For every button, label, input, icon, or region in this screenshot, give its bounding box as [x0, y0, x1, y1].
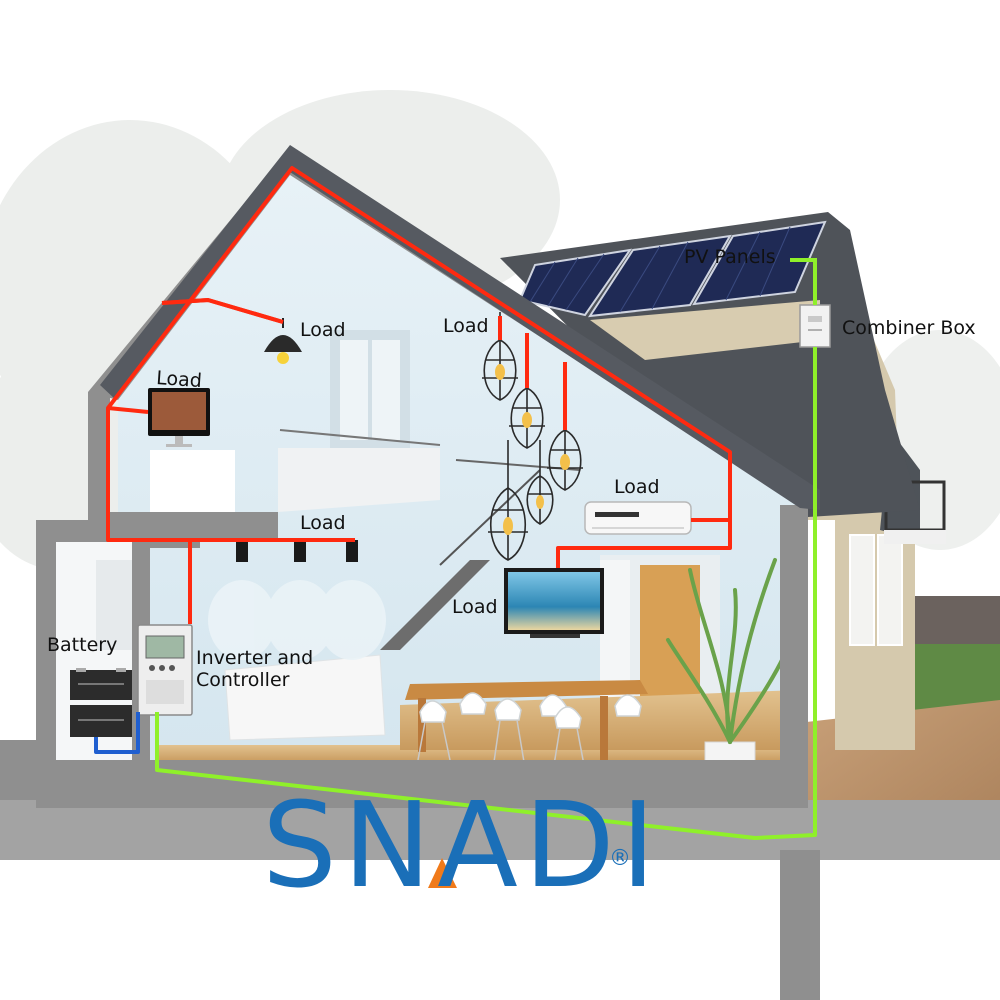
load-label-ac: Load — [614, 476, 660, 498]
pendant-bulbs — [495, 364, 570, 535]
attic-ceiling-lamp — [264, 318, 302, 364]
inverter-controller — [137, 624, 193, 716]
main-roof — [100, 145, 820, 510]
pv-panels-label: PV Panels — [684, 246, 776, 268]
spotlight-glow — [208, 580, 386, 660]
load-label-monitor: Load — [155, 367, 203, 393]
ceiling-spotlights — [236, 540, 358, 562]
inverter-controller-label: Inverter and Controller — [196, 647, 314, 691]
pv-wire — [790, 258, 817, 305]
registered-mark: ® — [609, 846, 631, 871]
battery-bank — [70, 668, 132, 737]
sofa — [224, 654, 386, 741]
logo-accent-triangle — [428, 858, 457, 888]
battery-wire — [94, 712, 140, 754]
air-conditioner — [584, 501, 692, 535]
brand-logo-text: SNADI — [262, 776, 662, 914]
battery-label: Battery — [47, 634, 118, 656]
dining-set — [405, 680, 648, 766]
fence — [905, 596, 1000, 644]
load-label-attic-lamp: Load — [300, 319, 346, 341]
ac-wire-attic-branch — [161, 297, 284, 324]
load-label-spotlights: Load — [300, 512, 346, 534]
load-label-pendants: Load — [443, 315, 489, 337]
monitor — [148, 388, 210, 447]
combiner-box-label: Combiner Box — [842, 317, 976, 339]
pv-panels — [518, 220, 827, 318]
tv — [504, 568, 604, 638]
upper-floor — [108, 429, 581, 538]
ac-wiring — [106, 166, 732, 624]
combiner-box — [799, 304, 831, 348]
pv-wire-main — [155, 347, 817, 840]
load-label-tv: Load — [452, 596, 498, 618]
